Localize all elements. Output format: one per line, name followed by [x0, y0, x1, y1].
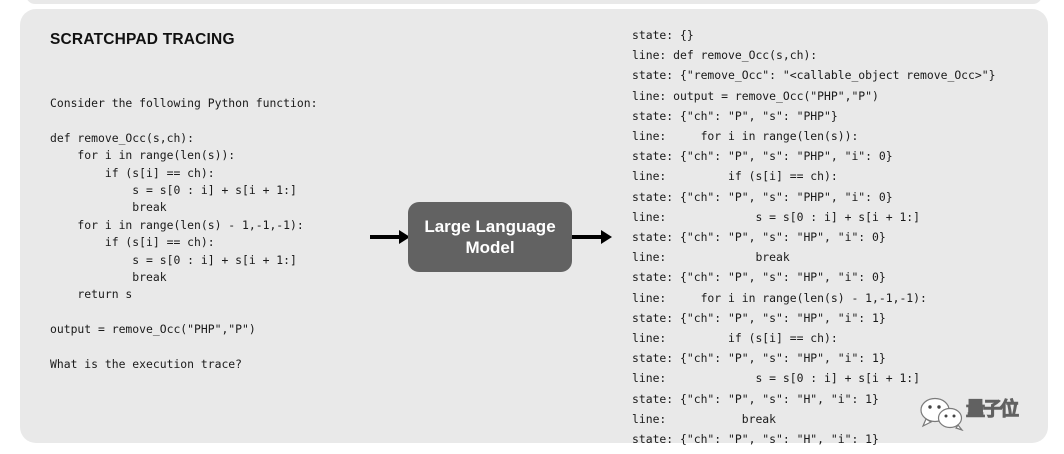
trace-line: state: {}: [632, 28, 694, 42]
trace-line: line: return s: [632, 449, 1064, 454]
trace-line: state: {"ch": "P", "s": "HP", "i": 0}: [632, 270, 886, 285]
trace-line: state: {"ch": "P", "s": "HP", "i": 1}: [632, 351, 886, 366]
trace-line: state: {"ch": "P", "s": "PHP", "i": 0}: [632, 149, 893, 164]
arrow-out-of-model-icon: [572, 230, 612, 244]
arrow-shaft: [370, 235, 400, 239]
page-title: SCRATCHPAD TRACING: [50, 31, 235, 48]
trace-line: line: output = remove_Occ("PHP","P"): [632, 88, 879, 103]
trace-line: state: {"ch": "P", "s": "H", "i": 1}: [632, 391, 879, 406]
trace-line: state: {"ch": "P", "s": "PHP"}: [632, 108, 838, 123]
trace-line: line: break: [632, 411, 777, 426]
trace-line: state: {"ch": "P", "s": "H", "i": 1}: [632, 432, 879, 447]
trace-line: line: break: [632, 250, 790, 265]
trace-line: line: for i in range(len(s)):: [632, 129, 859, 144]
trace-line: state: {"remove_Occ": "<callable_object …: [632, 68, 996, 83]
trace-line: state: {"ch": "P", "s": "HP", "i": 0}: [632, 230, 886, 245]
trace-line: line: if (s[i] == ch):: [632, 331, 838, 346]
trace-line: line: for i in range(len(s) - 1,-1,-1):: [632, 290, 927, 305]
prompt-code-block: Consider the following Python function: …: [50, 96, 318, 372]
arrow-head: [399, 230, 410, 244]
trace-line: line: s = s[0 : i] + s[i + 1:]: [632, 371, 921, 386]
trace-line: line: if (s[i] == ch):: [632, 169, 838, 184]
arrow-into-model-icon: [370, 230, 410, 244]
scratchpad-tracing-panel: SCRATCHPAD TRACING Consider the followin…: [20, 9, 1048, 454]
arrow-head: [601, 230, 612, 244]
trace-line: state: {"ch": "P", "s": "PHP", "i": 0}: [632, 189, 893, 204]
trace-line: state: {"ch": "P", "s": "HP", "i": 1}: [632, 310, 886, 325]
trace-line: line: def remove_Occ(s,ch):: [632, 48, 818, 63]
execution-trace-block: state: {} line: def remove_Occ(s,ch):stat…: [632, 25, 1064, 454]
arrow-shaft: [572, 235, 602, 239]
trace-line: line: s = s[0 : i] + s[i + 1:]: [632, 209, 921, 224]
previous-panel-sliver: [26, 0, 1042, 4]
large-language-model-label: Large Language Model: [424, 217, 556, 257]
large-language-model-box: Large Language Model: [408, 202, 572, 272]
